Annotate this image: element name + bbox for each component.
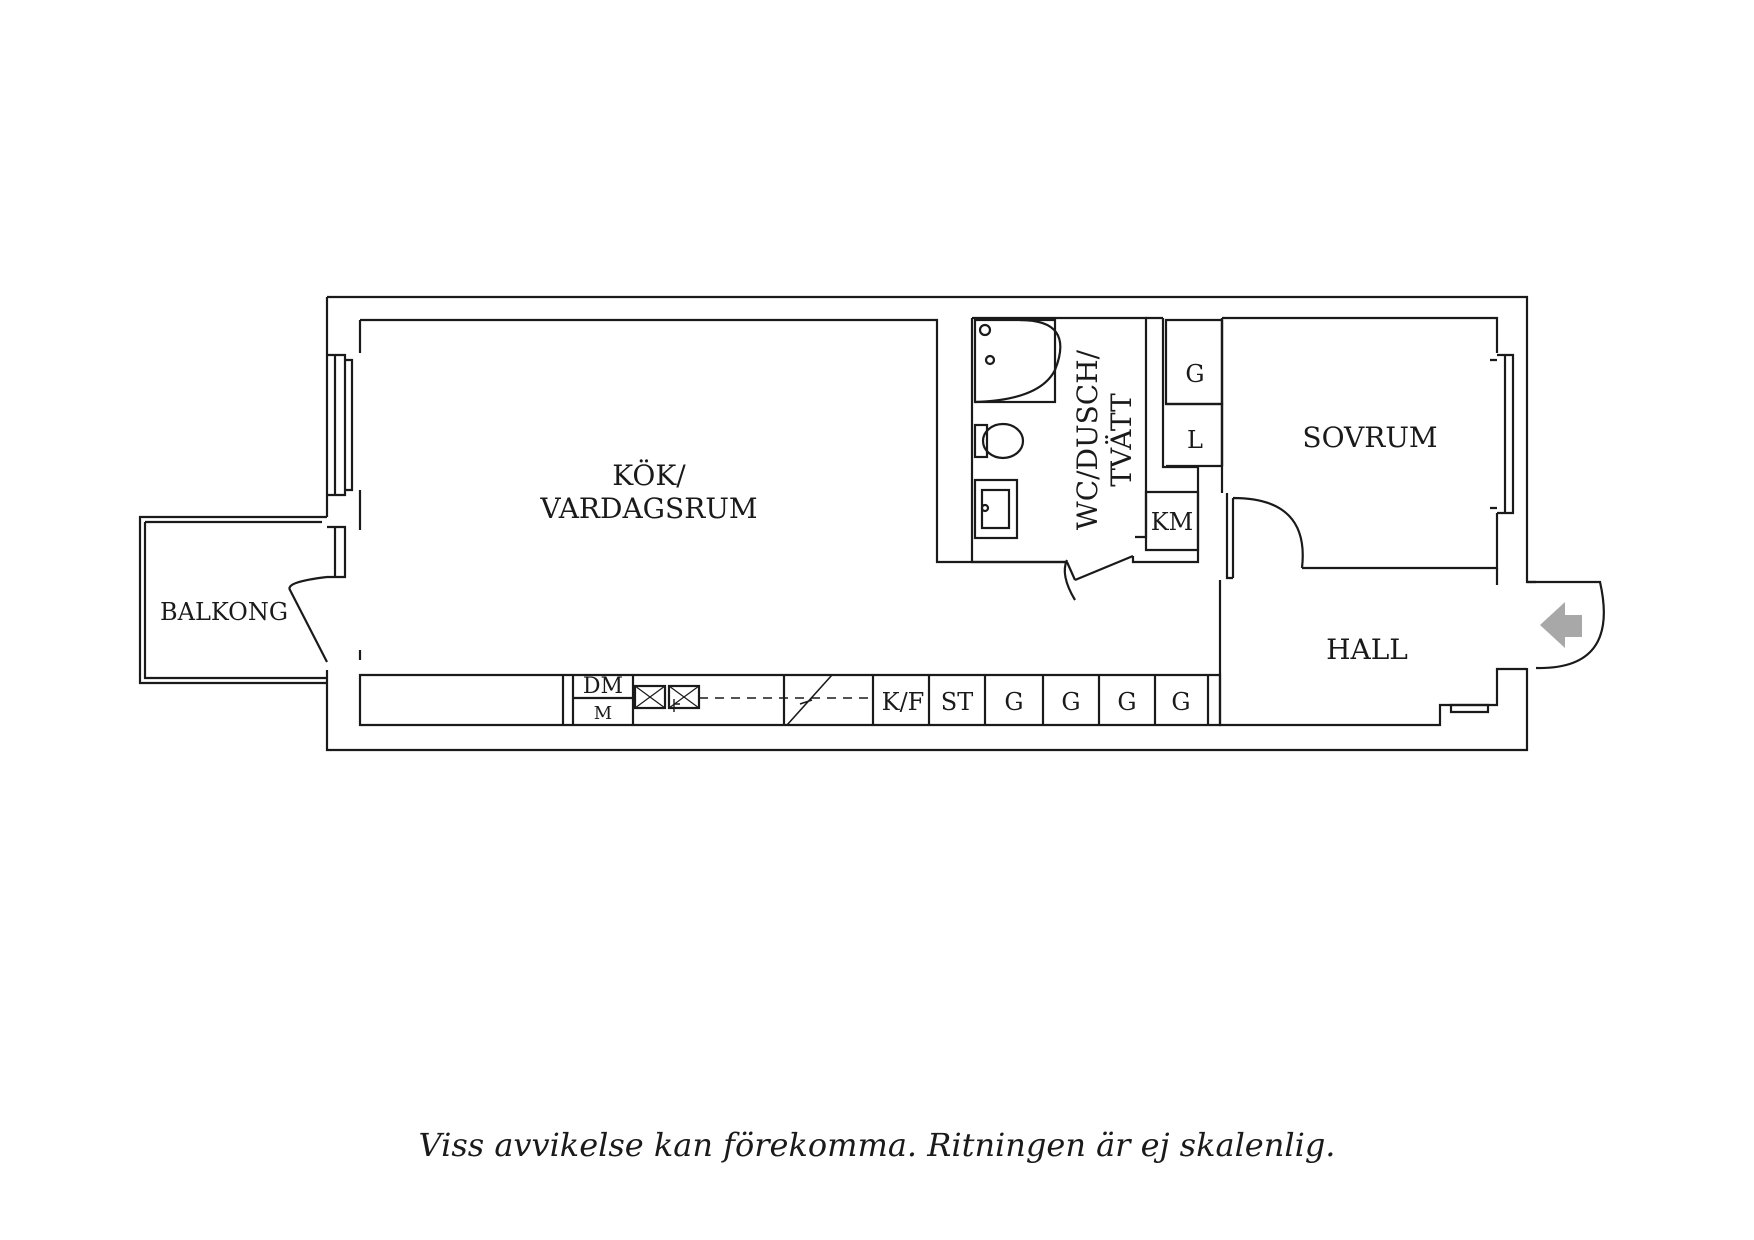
outer-wall-outer [325,295,1536,752]
counter-cells [631,675,1210,725]
washbasin-inner [980,488,1011,530]
washer-closet [1144,490,1200,552]
shower-drain [978,323,992,337]
closet-g3-label: G [1117,688,1136,716]
toilet-bowl [981,422,1025,460]
room-label-bedroom: SOVRUM [1302,421,1437,454]
window-bedroom [1490,353,1515,515]
faucet [673,699,680,712]
washbasin [973,478,1019,540]
closet-l-label: L [1187,426,1203,454]
toilet-tank [973,423,989,459]
stove-break [786,674,833,726]
entrance-door [1527,580,1605,670]
room-label-kitchen-2: VARDAGSRUM [539,492,757,525]
washbasin-drain [980,503,990,513]
sink-left [633,684,667,710]
bathroom-door [1063,554,1134,601]
room-label-bath-1: WC/DUSCH/ [1071,349,1104,530]
hall-radiator [1449,703,1490,714]
fridge-label: K/F [882,688,925,716]
shower-box [973,318,1057,404]
sink-right [667,684,701,710]
bedroom-door [1231,496,1304,578]
window-kitchen-balcony [327,525,347,579]
closet-g-label: G [1185,360,1204,388]
counter-outline [358,673,1222,727]
kitchen-inner-wall [358,318,1067,660]
dishwasher-label: DM [583,674,623,699]
closet-g4-label: G [1171,688,1190,716]
balcony [138,515,327,685]
window-kitchen-top [327,353,354,497]
counter-left-divider [561,675,575,725]
closet-g2-label: G [1061,688,1080,716]
balcony-door [288,575,328,663]
bathroom-wall [970,316,1148,581]
disclaimer-text: Viss avvikelse kan förekomma. Ritningen … [418,1126,1336,1164]
shower-curve [974,318,1062,404]
washer-label: KM [1151,508,1194,536]
room-label-hall: HALL [1326,633,1408,666]
stove-closet-label: ST [941,688,973,716]
microwave-label: M [594,703,612,724]
room-label-kitchen-1: KÖK/ [612,458,686,492]
entrance-arrow-icon [1540,602,1582,648]
sink-cross [634,685,700,709]
room-label-balcony: BALKONG [160,598,288,626]
room-label-bath-2: TVÄTT [1105,393,1138,487]
shower-head [984,354,996,366]
closet-g1-label: G [1004,688,1023,716]
